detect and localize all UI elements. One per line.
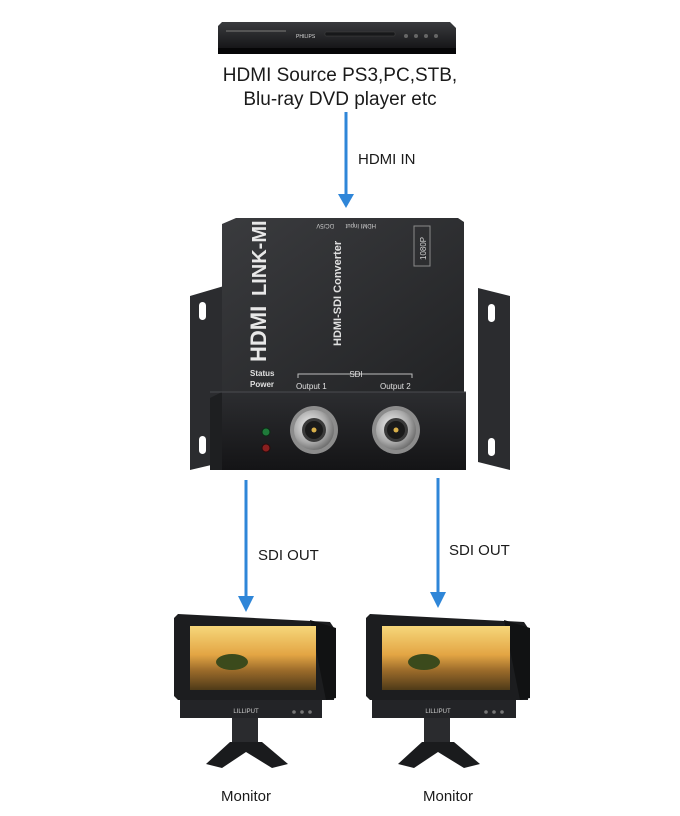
dvd-brand: PHILIPS (296, 34, 316, 40)
monitor-left-brand: LILLIPUT (233, 709, 259, 715)
output-2-label: Output 2 (380, 382, 411, 391)
sdi-out-arrow-right (430, 478, 446, 608)
bnc-connector-output-1 (290, 406, 338, 454)
converter-product-name: HDMI-SDI Converter (332, 240, 344, 346)
hdmi-in-arrow (338, 112, 354, 208)
output-1-label: Output 1 (296, 382, 327, 391)
mounting-bracket-right (478, 288, 510, 470)
dc-port-label: DC/5V (316, 222, 334, 228)
hdmi-logo: HDMI (246, 306, 271, 362)
hdmi-input-port-label: HDMI Input (345, 222, 376, 228)
hdmi-source-label-line1: HDMI Source PS3,PC,STB, (222, 65, 458, 86)
monitor-right-label: Monitor (422, 788, 474, 805)
dvd-player: PHILIPS (218, 22, 456, 54)
sdi-group-label: SDI (349, 370, 362, 379)
sdi-out-label-left: SDI OUT (258, 547, 319, 564)
hdmi-source-label: HDMI Source PS3,PC,STB, Blu-ray DVD play… (0, 64, 680, 112)
status-led (261, 427, 271, 437)
monitor-right: LILLIPUT (366, 614, 530, 768)
hdmi-source-label-line2: Blu-ray DVD player etc (243, 89, 437, 110)
converter-brand: LINK-MI (249, 220, 271, 296)
sdi-group-bracket (297, 373, 413, 378)
bnc-connector-output-2 (372, 406, 420, 454)
hdmi-in-label: HDMI IN (358, 151, 416, 168)
status-label: Status (250, 369, 275, 378)
monitor-right-brand: LILLIPUT (425, 709, 451, 715)
converter-box (210, 218, 466, 470)
power-label: Power (250, 380, 274, 389)
power-led (261, 443, 271, 453)
resolution-badge: 1080P (419, 237, 428, 260)
monitor-left-label: Monitor (220, 788, 272, 805)
monitor-left: LILLIPUT (174, 614, 336, 768)
sdi-out-arrow-left (238, 480, 254, 612)
sdi-out-label-right: SDI OUT (449, 542, 510, 559)
